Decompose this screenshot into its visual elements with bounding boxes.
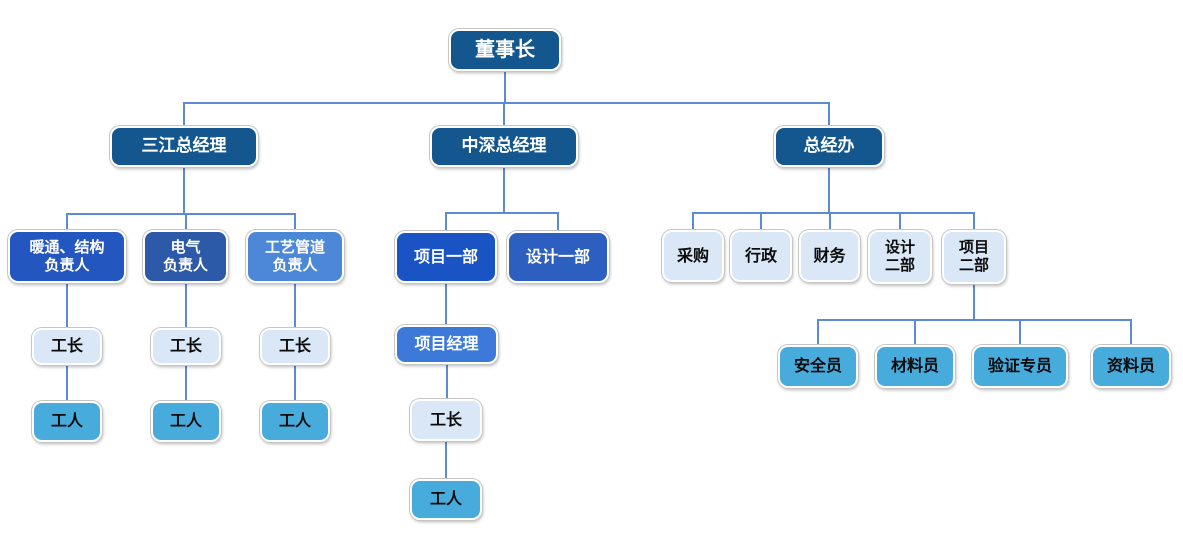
connector-drop-sj1 [557, 212, 559, 231]
org-node-xmjl: 项目经理 [395, 325, 498, 364]
connector-drop-caiwu [829, 212, 831, 230]
org-node-gz4: 工长 [410, 399, 482, 441]
connector-bus-zhongshen [445, 212, 559, 214]
org-node-caiwu: 财务 [799, 230, 860, 282]
org-node-xm1: 项目一部 [395, 231, 497, 283]
connector-gz1-gr1 [66, 365, 68, 401]
org-node-zhongshen: 中深总经理 [430, 126, 578, 167]
connector-drop-xm1 [445, 212, 447, 231]
connector-drop-cailiao [914, 319, 916, 345]
connector-gz2-gr2 [185, 365, 187, 401]
connector-drop-xingzheng [760, 212, 762, 230]
connector-gz4-gr4 [445, 441, 447, 479]
org-node-sanjiang: 三江总经理 [110, 126, 258, 167]
connector-xmjl-gz4 [446, 364, 448, 399]
connector-drop-nuantong [66, 213, 68, 230]
org-node-gz1: 工长 [32, 328, 102, 365]
org-node-gz2: 工长 [151, 328, 221, 365]
connector-stem-chairman [504, 71, 506, 102]
org-node-zjb: 总经办 [774, 126, 884, 167]
connector-drop-anquan [817, 319, 819, 345]
org-node-gr2: 工人 [151, 401, 221, 442]
connector-gongyi-gz3 [294, 283, 296, 328]
connector-nuantong-gz1 [66, 283, 68, 328]
org-node-nuantong: 暖通、结构 负责人 [8, 230, 126, 283]
org-node-yanzheng: 验证专员 [972, 345, 1068, 388]
connector-drop-ziliao [1130, 319, 1132, 345]
org-node-gz3: 工长 [260, 328, 330, 365]
org-node-xm2: 项目 二部 [942, 230, 1006, 284]
org-node-anquan: 安全员 [778, 345, 858, 388]
org-node-sj1: 设计一部 [507, 231, 609, 283]
connector-stem-zhongshen [503, 167, 505, 212]
connector-drop-sanjiang [183, 102, 185, 126]
connector-bus-xm2 [817, 319, 1132, 321]
org-node-ziliao: 资料员 [1091, 345, 1171, 388]
connector-drop-sj2 [899, 212, 901, 230]
connector-bus-chairman [183, 102, 830, 104]
connector-drop-yanzheng [1019, 319, 1021, 345]
connector-dianqi-gz2 [185, 283, 187, 328]
connector-drop-xm2 [973, 212, 975, 230]
connector-drop-zhongshen [503, 102, 505, 126]
org-node-gr3: 工人 [260, 401, 330, 442]
connector-drop-caigou [692, 212, 694, 230]
connector-xm1-xmjl [445, 283, 447, 325]
connector-drop-zjb [828, 102, 830, 126]
org-node-gr1: 工人 [32, 401, 102, 442]
connector-bus-sanjiang [66, 213, 296, 215]
org-node-cailiao: 材料员 [875, 345, 955, 388]
connector-drop-gongyi [294, 213, 296, 230]
connector-stem-sanjiang [183, 167, 185, 213]
org-node-chairman: 董事长 [449, 29, 561, 71]
org-node-xingzheng: 行政 [730, 230, 792, 282]
connector-drop-dianqi [185, 213, 187, 230]
org-node-gongyi: 工艺管道 负责人 [246, 230, 344, 283]
connector-bus-zjb [692, 212, 975, 214]
org-node-dianqi: 电气 负责人 [143, 230, 228, 283]
org-node-sj2: 设计 二部 [868, 230, 932, 284]
connector-stem-zjb [828, 167, 830, 212]
connector-stem-xm2 [973, 284, 975, 319]
org-node-caigou: 采购 [662, 230, 724, 282]
connector-gz3-gr3 [294, 365, 296, 401]
org-node-gr4: 工人 [410, 479, 482, 520]
